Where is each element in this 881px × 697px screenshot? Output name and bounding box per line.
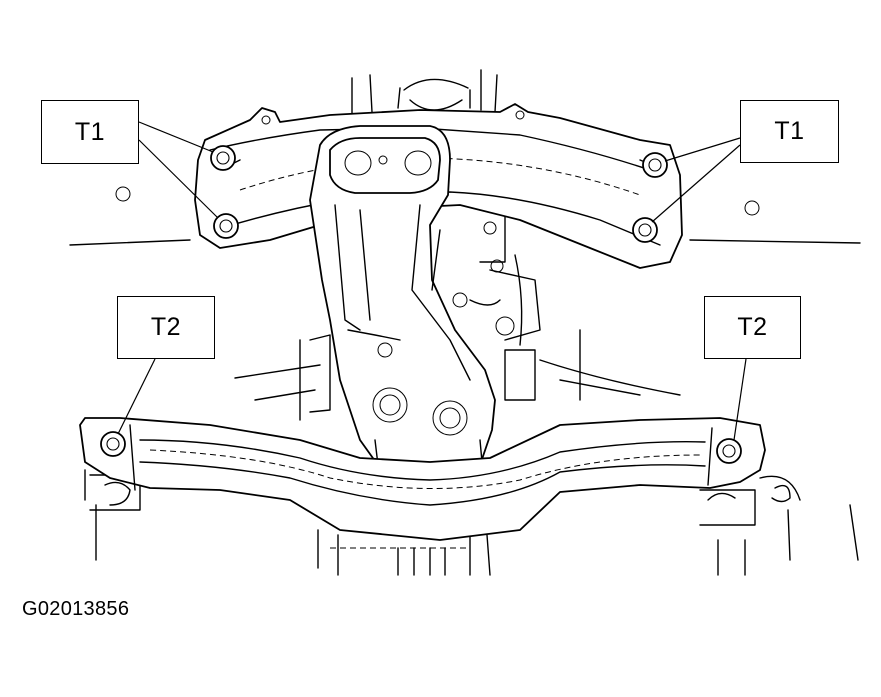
bolt-t1-right-upper bbox=[642, 152, 668, 178]
center-bracket bbox=[309, 125, 496, 469]
bolt-t1-left-upper bbox=[210, 145, 236, 171]
figure-code: G02013856 bbox=[22, 598, 130, 620]
torque-label-t1-right: T1 bbox=[740, 100, 839, 163]
bolt-t2-right bbox=[716, 438, 742, 464]
bolt-t1-left-lower bbox=[213, 213, 239, 239]
torque-label-t2-right: T2 bbox=[704, 296, 801, 359]
background-frame-lines bbox=[69, 69, 861, 576]
bolt-t2-left bbox=[100, 431, 126, 457]
lower-crossmember bbox=[79, 417, 766, 541]
leader-lines bbox=[117, 121, 747, 441]
torque-label-t2-left: T2 bbox=[117, 296, 215, 359]
torque-label-t1-left: T1 bbox=[41, 100, 139, 164]
bolt-t1-right-lower bbox=[632, 217, 658, 243]
